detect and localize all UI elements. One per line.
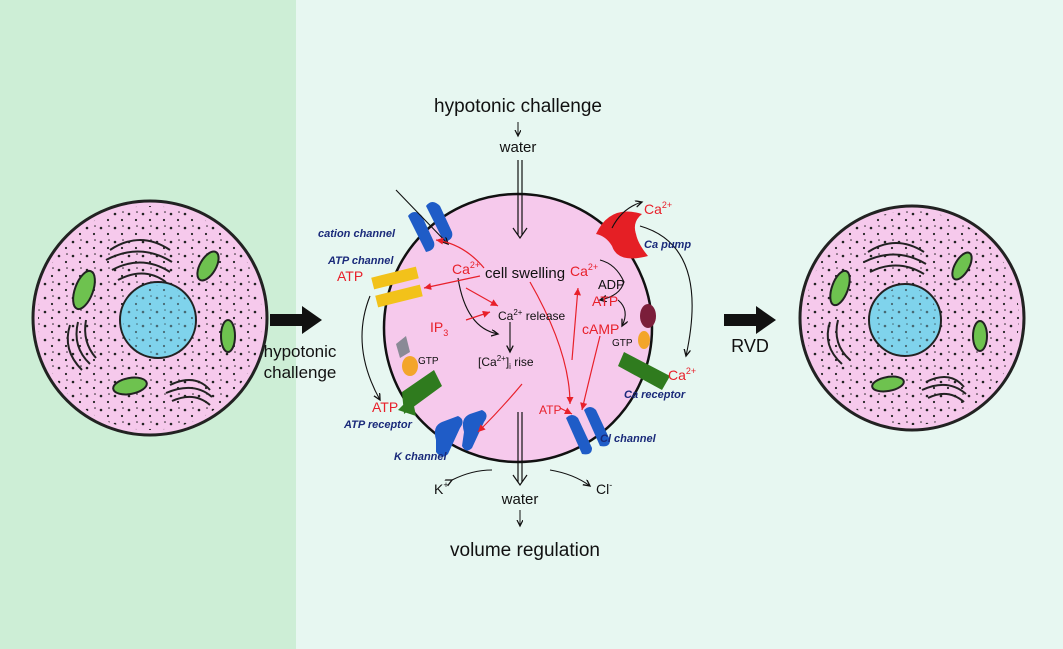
cation-channel-shape	[408, 202, 453, 252]
bottom-water-label: water	[501, 491, 539, 508]
atp-receptor-label: ATP receptor	[343, 419, 413, 431]
k-channel-shape	[434, 410, 487, 457]
ca2-release-label: Ca2+ release	[498, 308, 565, 323]
left-cell	[31, 199, 269, 437]
atp-pump: ATP	[592, 293, 618, 309]
left-arrow-line1: hypotonic	[264, 342, 337, 361]
bottom-title: volume regulation	[450, 540, 600, 561]
right-plum-oval	[640, 304, 656, 328]
k-ion-label: K+	[434, 480, 449, 497]
cation-channel-label: cation channel	[318, 228, 396, 240]
ca-pump-label: Ca pump	[644, 239, 691, 251]
camp-label: cAMP	[582, 321, 619, 337]
left-gprotein	[396, 336, 418, 376]
cl-ion-label: Cl-	[596, 480, 612, 497]
atp-channel-label: ATP channel	[327, 255, 394, 267]
left-block-arrow	[270, 306, 322, 334]
k-channel-label: K channel	[394, 451, 448, 463]
ca-pump-outside: Ca2+	[644, 200, 672, 217]
left-arrow-line2: challenge	[264, 363, 337, 382]
ca-rise-label: [Ca2+]i rise	[478, 354, 534, 371]
rvd-label: RVD	[731, 336, 769, 356]
atp-cl-channel: ATP	[539, 403, 561, 417]
ca-pump-shape	[596, 211, 648, 259]
right-cell	[798, 204, 1026, 432]
atp-channel-shape	[371, 266, 423, 308]
adp-label: ADP	[598, 277, 625, 292]
top-title: hypotonic challenge	[434, 96, 602, 117]
cl-channel-label: Cl channel	[600, 433, 657, 445]
ca-intracellular: Ca2+	[452, 260, 480, 277]
ca-receptor-label: Ca receptor	[624, 389, 686, 401]
cell-swelling-label: cell swelling	[485, 265, 565, 282]
cl-channel-shape	[566, 407, 610, 455]
atp-receptor-shape	[398, 370, 442, 416]
ca-pump-inside: Ca2+	[570, 262, 598, 279]
ca-receptor-ion: Ca2+	[668, 366, 696, 383]
ip3-label: IP3	[430, 319, 448, 338]
gtp-left-label: GTP	[418, 356, 439, 367]
right-block-arrow	[724, 306, 776, 334]
ca-receptor-shape	[618, 352, 670, 390]
atp-left-top: ATP	[337, 268, 363, 284]
gtp-right-label: GTP	[612, 338, 633, 349]
top-water-label: water	[499, 139, 537, 156]
atp-left-bottom: ATP	[372, 399, 398, 415]
right-gprotein	[638, 331, 650, 349]
